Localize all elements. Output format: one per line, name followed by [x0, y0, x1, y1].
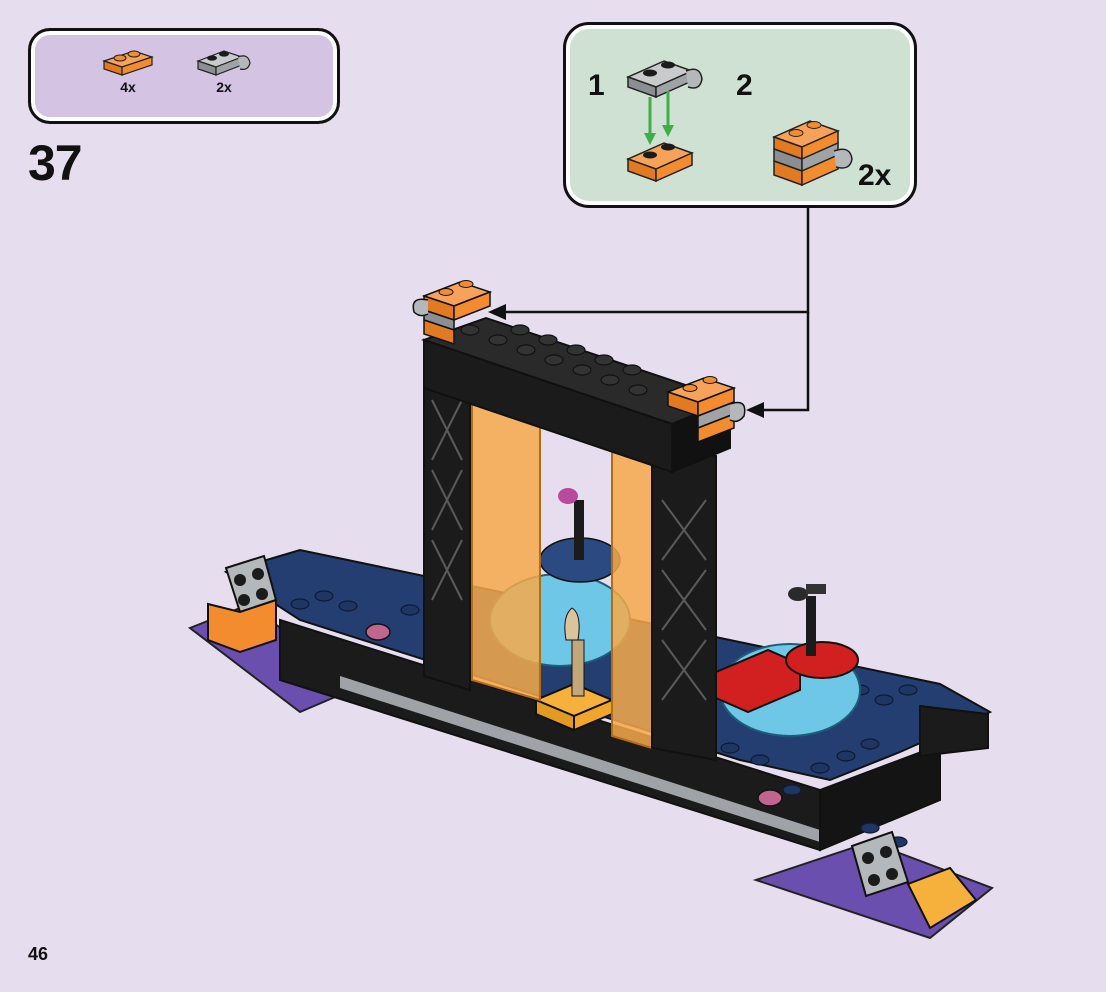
stage-base-grey-edge	[340, 676, 820, 842]
grey-plate-right	[850, 830, 978, 930]
grey-plate-left	[207, 554, 278, 654]
green-arrow-icon	[644, 91, 674, 145]
pink-light-icon	[757, 789, 783, 807]
pink-light-icon	[365, 623, 391, 641]
right-truss	[661, 499, 707, 701]
side-brick	[919, 704, 989, 758]
microphone-left-icon	[558, 488, 584, 560]
left-truss	[431, 399, 463, 601]
new-plate-stack-right	[665, 376, 746, 444]
parts-list-box: 4x 2x	[28, 28, 340, 124]
part-qty: 2x	[216, 79, 232, 95]
new-plate-stack-left	[412, 280, 493, 346]
red-round-plate	[785, 641, 859, 679]
pointer-arrows	[502, 206, 810, 412]
arrow-head-icon	[746, 402, 764, 418]
substep-2-label: 2	[736, 69, 753, 102]
grey-clip-plate-icon	[625, 60, 703, 99]
combined-plate-icon	[771, 120, 853, 187]
multiplier-label: 2x	[858, 159, 892, 192]
orange-plate-icon	[102, 50, 154, 76]
part-grey-clip-plate: 2x	[189, 45, 259, 95]
callout-illustration	[625, 60, 853, 187]
step-number: 37	[28, 135, 83, 191]
part-orange-plate: 4x	[93, 45, 163, 95]
part-qty: 4x	[120, 79, 136, 95]
subassembly-callout: 1 2 2x	[563, 22, 917, 208]
stage-base-side	[819, 743, 941, 852]
trans-orange-pillar-right	[611, 422, 653, 750]
skeleton-hand-icon	[564, 607, 585, 697]
grey-clip-plate-icon	[196, 50, 251, 76]
beam-studs	[460, 324, 648, 396]
arrow-head-icon	[488, 304, 506, 320]
orange-plate-icon	[625, 142, 695, 183]
page-number: 46	[28, 944, 49, 964]
microphone-right-icon	[788, 584, 826, 656]
substep-1-label: 1	[588, 69, 605, 102]
